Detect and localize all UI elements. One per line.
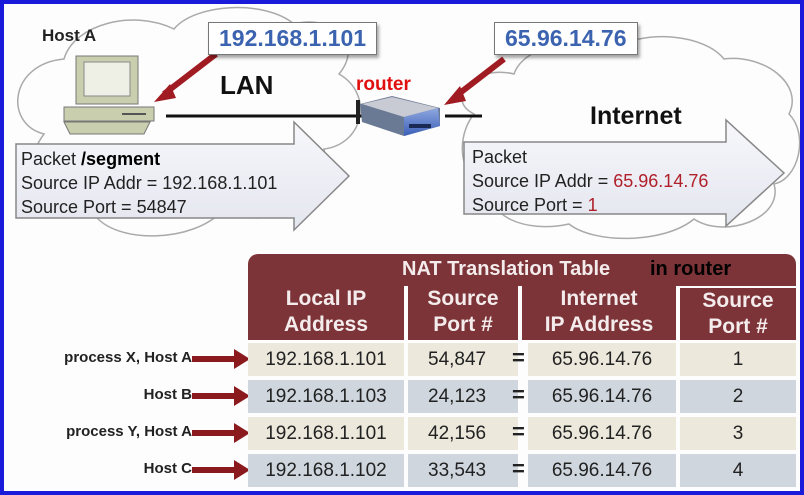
host-a-label: Host A [42, 26, 97, 45]
row-arrows [192, 349, 250, 480]
table-cell-public-ip: 65.96.14.76 [528, 454, 676, 487]
row-arrow [192, 386, 250, 406]
lan-packet-title: Packet [21, 149, 77, 169]
table-cell-local-ip: 192.168.1.102 [248, 454, 404, 487]
router-label: router [356, 74, 411, 95]
column-divider [518, 286, 522, 340]
table-cell-public-ip: 65.96.14.76 [528, 380, 676, 413]
table-cell-public-ip: 65.96.14.76 [528, 417, 676, 450]
lan-source-ip-label: Source IP Addr = [21, 173, 163, 193]
lan-source-port: 54847 [136, 197, 187, 217]
router-icon [356, 96, 440, 136]
table-cell-local-ip: 192.168.1.103 [248, 380, 404, 413]
lan-label: LAN [220, 70, 274, 100]
table-cell-public-port: 1 [680, 343, 796, 376]
row-label: process Y, Host A [66, 423, 192, 440]
row-label: Host C [143, 460, 192, 477]
lan-source-port-label: Source Port = [21, 197, 137, 217]
internet-source-port-label: Source Port = [472, 195, 588, 215]
local-ip-callout: 192.168.1.101 [208, 22, 378, 55]
row-label: Host B [143, 386, 192, 403]
lan-packet-title-suffix: /segment [81, 149, 161, 169]
public-ip-callout: 65.96.14.76 [494, 22, 638, 55]
internet-source-ip: 65.96.14.76 [613, 171, 709, 191]
internet-source-ip-label: Source IP Addr = [472, 171, 614, 191]
table-cell-local-ip: 192.168.1.101 [248, 417, 404, 450]
diagram-graphics [15, 6, 800, 480]
internet-source-port: 1 [587, 195, 598, 215]
table-cell-public-port: 3 [680, 417, 796, 450]
equals-sign: = [512, 419, 525, 444]
lan-source-ip: 192.168.1.101 [162, 173, 278, 193]
table-cell-local-port: 42,156 [408, 417, 518, 450]
internet-packet-title: Packet [472, 147, 528, 167]
nat-table-header [248, 254, 796, 340]
nat-diagram: Host A LAN router Internet 192.168.1.101… [4, 4, 800, 491]
nat-table-title: NAT Translation Table [402, 258, 611, 280]
table-cell-local-port: 33,543 [408, 454, 518, 487]
column-divider [676, 286, 680, 340]
column-divider [404, 286, 408, 340]
computer-icon [63, 55, 155, 135]
equals-sign: = [512, 382, 525, 407]
public-ip-pointer-arrow [444, 56, 506, 105]
equals-sign: = [512, 345, 525, 370]
table-cell-public-ip: 65.96.14.76 [528, 343, 676, 376]
internet-label: Internet [590, 102, 682, 130]
nat-table-title-note: in router [650, 258, 732, 280]
row-arrow [192, 423, 250, 443]
row-arrow [192, 349, 250, 369]
equals-sign: = [512, 456, 525, 481]
lan-packet-arrow [15, 120, 351, 232]
table-cell-local-port: 54,847 [408, 343, 518, 376]
column-divider [676, 286, 796, 288]
local-ip-pointer-arrow [154, 51, 218, 102]
table-cell-local-ip: 192.168.1.101 [248, 343, 404, 376]
row-label: process X, Host A [64, 349, 192, 366]
internet-packet-arrow [463, 118, 786, 228]
table-cell-public-port: 2 [680, 380, 796, 413]
internet-packet-info: Packet Source IP Addr = 65.96.14.76 Sour… [472, 145, 708, 217]
table-cell-local-port: 24,123 [408, 380, 518, 413]
table-cell-public-port: 4 [680, 454, 796, 487]
lan-packet-info: Packet /segment Source IP Addr = 192.168… [21, 147, 277, 219]
row-arrow [192, 460, 250, 480]
